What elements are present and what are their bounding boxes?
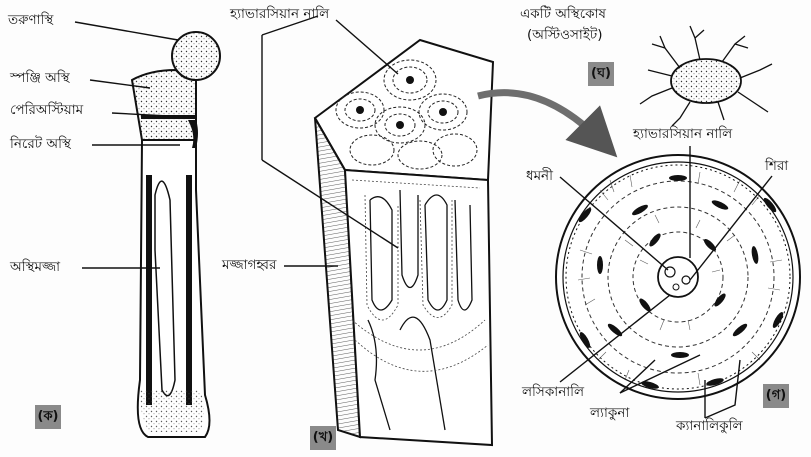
label-artery: ধমনী [526,170,553,184]
label-bone-marrow: অস্থিমজ্জা [10,261,60,275]
tag-osteocyte: (ঘ) [588,62,614,86]
label-haversian-canal-section: হ্যাভারসিয়ান নালি [633,128,732,142]
label-compact-bone: নিরেট অস্থি [10,138,71,152]
label-lacuna: ল্যাকুনা [590,407,629,421]
label-haversian-canal-block: হ্যাভারসিয়ান নালি [230,8,329,22]
label-vein: শিরা [765,160,788,174]
label-spongy-bone: স্পঞ্জি অস্থি [10,72,70,86]
label-marrow-cavity: মজ্জাগহ্বর [222,259,276,273]
label-osteocyte-title: একটি অস্থিকোষ [520,8,606,22]
label-periosteum: পেরিঅস্টিয়াম [10,104,83,118]
compact-bone-block [262,16,493,445]
tag-femur: (ক) [35,405,61,429]
tag-block: (খ) [310,426,336,450]
label-lymph-vessel: লসিকানালি [522,386,584,400]
tag-cross-section: (গ) [763,384,789,408]
label-osteocyte-subtitle: (অস্টিওসাইট) [527,29,603,43]
label-canaliculi: ক্যানালিকুলি [676,420,743,434]
femur-illustration [75,22,220,437]
osteocyte-illustration [640,26,772,126]
magnify-arrow [478,93,600,140]
label-epiphysis: তরুণাস্থি [8,14,53,28]
haversian-cross-section [556,146,800,418]
